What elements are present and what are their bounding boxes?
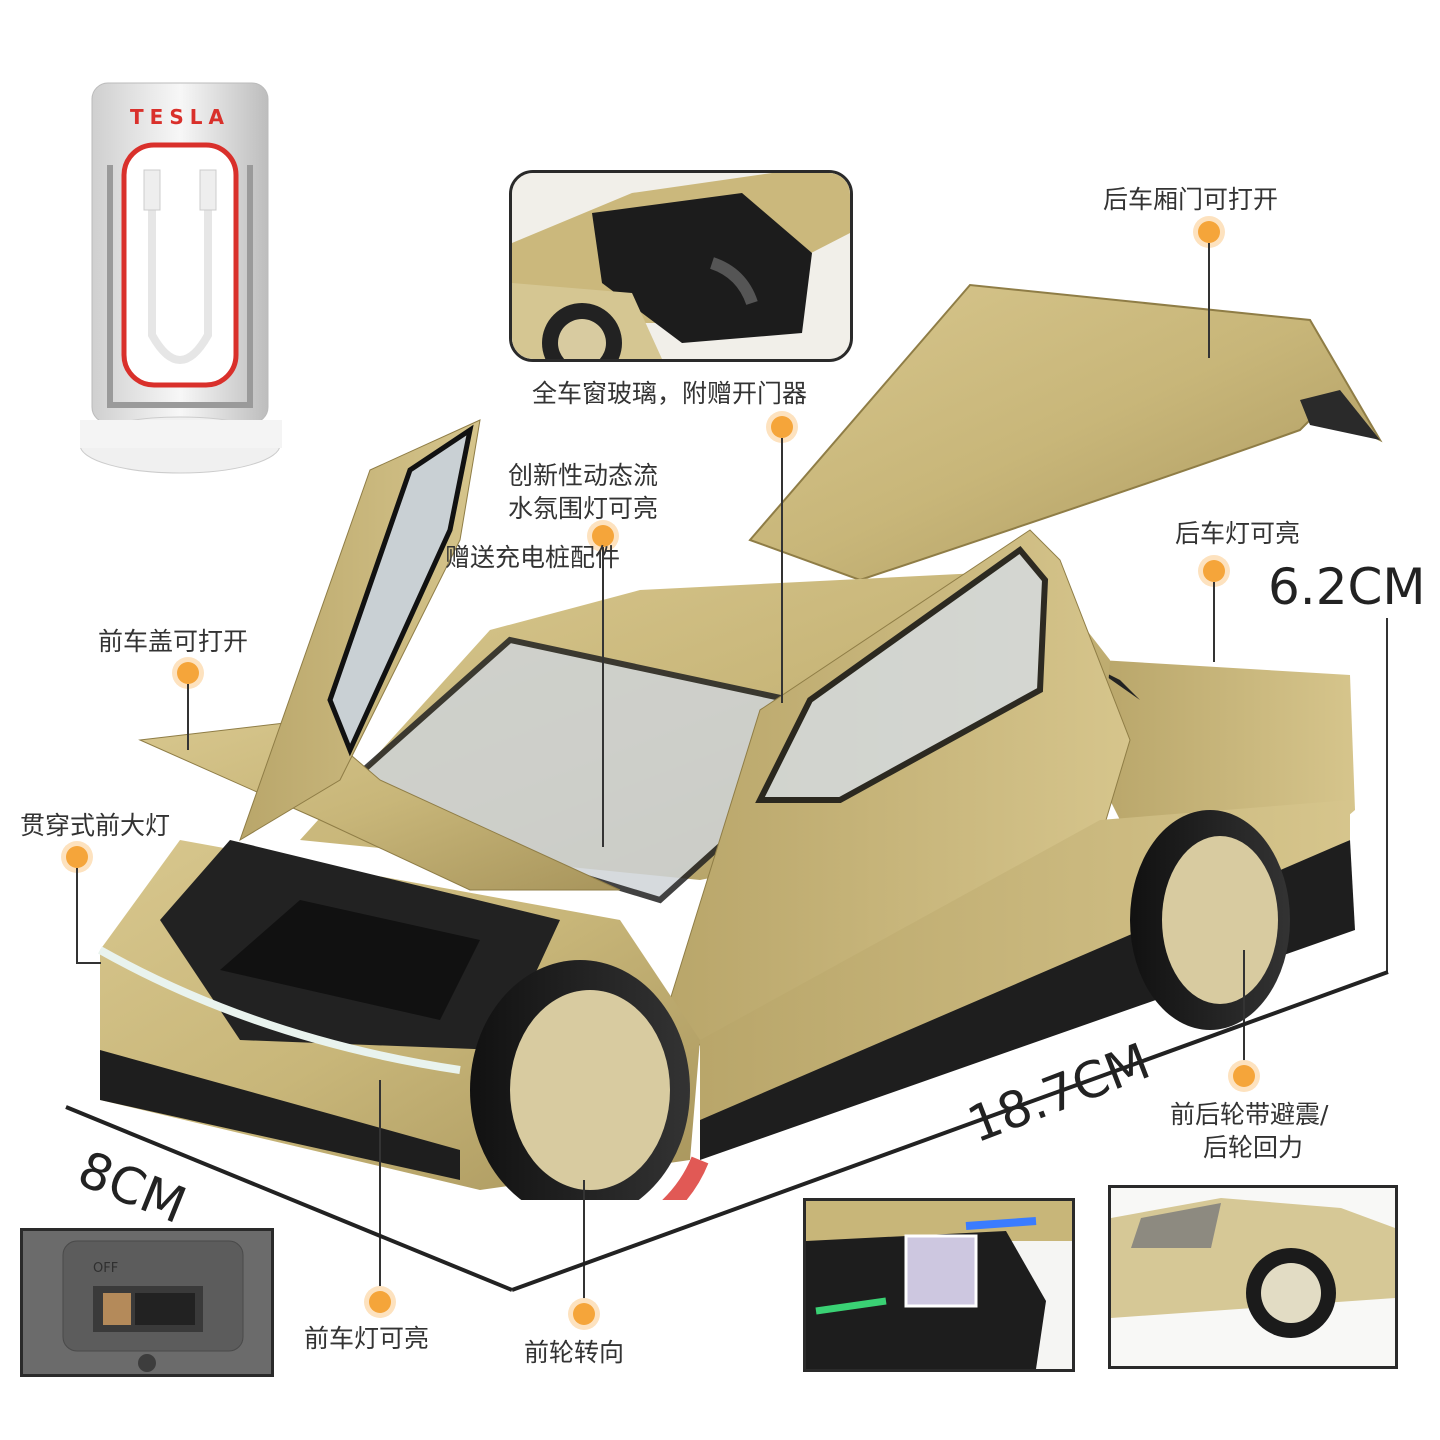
switch-off-label: OFF bbox=[93, 1261, 119, 1276]
charger-illustration bbox=[79, 82, 282, 474]
front-light-label: 前车灯可亮 bbox=[304, 1324, 430, 1353]
charging-inset bbox=[803, 1198, 1075, 1372]
switch-photo bbox=[23, 1231, 271, 1374]
suspension-dot bbox=[1233, 1065, 1255, 1087]
glass-line bbox=[781, 438, 783, 703]
ambient-label-2: 水氛围灯可亮 bbox=[508, 494, 659, 523]
headlight-strip-dot bbox=[66, 846, 88, 868]
ambient-label-1: 创新性动态流 bbox=[508, 461, 659, 490]
steering-label: 前轮转向 bbox=[524, 1338, 625, 1367]
rear-trunk-line bbox=[1208, 243, 1210, 358]
front-light-line bbox=[379, 1080, 381, 1290]
glass-label: 全车窗玻璃，附赠开门器 bbox=[532, 379, 808, 408]
ambient-line bbox=[602, 547, 604, 847]
car-main-image bbox=[60, 280, 1400, 1261]
ambient-dot bbox=[592, 525, 614, 547]
headlight-strip-line bbox=[76, 868, 78, 963]
charger-accessory: TESLA bbox=[79, 75, 282, 475]
switch-inset: OFF bbox=[20, 1228, 274, 1377]
trunk-interior-inset bbox=[509, 170, 853, 362]
charger-gift-label: 赠送充电桩配件 bbox=[445, 543, 621, 572]
rear-light-dot bbox=[1203, 560, 1225, 582]
glass-dot bbox=[771, 416, 793, 438]
suspension-label-1: 前后轮带避震/ bbox=[1170, 1100, 1329, 1129]
steering-dot bbox=[573, 1303, 595, 1325]
height-dimension: 6.2CM bbox=[1268, 558, 1426, 616]
charging-photo bbox=[806, 1201, 1072, 1369]
headlight-strip-hline bbox=[76, 962, 101, 964]
side-view-inset bbox=[1108, 1185, 1398, 1369]
rear-light-line bbox=[1213, 582, 1215, 662]
rear-light-label: 后车灯可亮 bbox=[1175, 519, 1301, 548]
cybercab-model-car bbox=[98, 283, 1383, 1261]
steering-line bbox=[583, 1180, 585, 1300]
side-view-photo bbox=[1111, 1188, 1395, 1366]
headlight-strip-label: 贯穿式前大灯 bbox=[20, 811, 171, 840]
suspension-line bbox=[1243, 950, 1245, 1065]
suspension-label-2: 后轮回力 bbox=[1203, 1133, 1304, 1162]
trunk-photo bbox=[512, 173, 850, 359]
front-hood-dot bbox=[177, 662, 199, 684]
front-hood-label: 前车盖可打开 bbox=[98, 627, 249, 656]
height-dim-line bbox=[1386, 618, 1388, 973]
charger-brand: TESLA bbox=[130, 105, 230, 129]
rear-trunk-label: 后车厢门可打开 bbox=[1103, 185, 1279, 214]
front-hood-line bbox=[187, 684, 189, 750]
front-light-dot bbox=[369, 1291, 391, 1313]
rear-trunk-dot bbox=[1198, 221, 1220, 243]
